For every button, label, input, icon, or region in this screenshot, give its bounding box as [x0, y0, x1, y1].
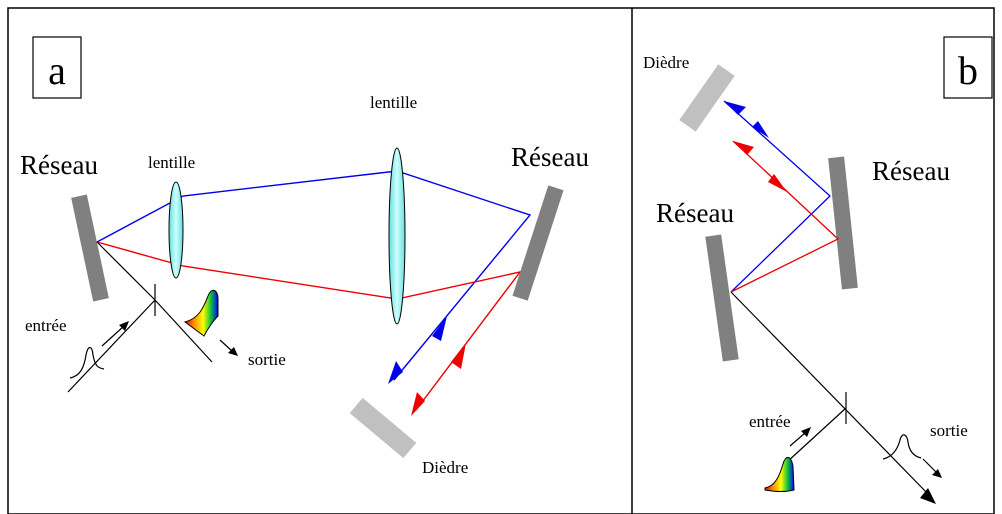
beam-to-grating-a	[96, 241, 156, 301]
panel-b: b Dièdre Réseau Réseau entrée sortie	[643, 36, 993, 504]
input-arrowhead-a	[119, 321, 129, 331]
roof-mirror-b-label: Dièdre	[643, 53, 689, 72]
lens-right-a-label: lentille	[370, 93, 417, 112]
input-beam-b	[786, 407, 847, 463]
roof-mirror-a	[349, 397, 417, 459]
input-pulse-b	[764, 457, 795, 492]
figure-frame	[7, 7, 995, 514]
grating-right-a	[512, 185, 564, 301]
output-b-label: sortie	[930, 421, 968, 440]
blue-arrow-b-1	[752, 121, 769, 138]
output-beam-a	[154, 299, 213, 363]
input-arrow-a	[101, 325, 125, 347]
output-arrow-a	[219, 339, 233, 352]
blue-arrow-b-2	[724, 101, 746, 115]
input-a-label: entrée	[25, 316, 67, 335]
output-a-label: sortie	[248, 350, 286, 369]
red-arrow-a-2	[411, 392, 425, 416]
lens-left-a-label: lentille	[148, 153, 195, 172]
blue-ray-a	[96, 170, 532, 381]
lens-left-a	[168, 181, 184, 279]
grating-left-a	[71, 194, 109, 302]
blue-arrow-a-1	[432, 316, 447, 341]
output-arrow-b	[922, 458, 937, 473]
red-arrow-b-1	[768, 174, 787, 192]
panel-a-label-box	[32, 36, 82, 99]
grating-right-a-label: Réseau	[511, 142, 589, 172]
output-arrowhead-b2	[932, 469, 942, 478]
grating-left-a-label: Réseau	[20, 150, 98, 180]
red-ray-a	[96, 241, 522, 411]
panel-b-label-box	[943, 36, 993, 99]
roof-mirror-a-label: Dièdre	[422, 458, 468, 477]
grating-top-b-label: Réseau	[872, 156, 950, 186]
output-arrowhead-a	[228, 347, 238, 356]
output-arrowhead-b	[920, 488, 936, 504]
panel-a-label: a	[48, 48, 66, 93]
output-pulse-a	[183, 289, 219, 337]
input-arrowhead-b	[801, 427, 811, 437]
red-arrow-a-1	[451, 343, 466, 369]
input-pulse-a	[69, 346, 105, 379]
grating-bottom-b-label: Réseau	[656, 198, 734, 228]
blue-arrow-a-2	[388, 361, 403, 384]
input-b-label: entrée	[749, 412, 791, 431]
lens-right-a	[388, 147, 406, 325]
output-pulse-b	[882, 434, 922, 460]
input-arrow-b	[789, 432, 806, 447]
beam-path-b	[730, 291, 931, 497]
red-arrow-b-2	[733, 141, 754, 155]
red-ray-b	[730, 140, 840, 293]
panel-b-label: b	[958, 48, 978, 93]
panel-a: a Réseau Réseau lentille lentille Dièdre	[20, 36, 589, 477]
blue-ray-b	[723, 100, 831, 293]
grating-top-b	[828, 156, 858, 290]
input-beam-a	[67, 299, 156, 393]
grating-bottom-b	[705, 234, 739, 362]
roof-mirror-b	[679, 64, 735, 132]
